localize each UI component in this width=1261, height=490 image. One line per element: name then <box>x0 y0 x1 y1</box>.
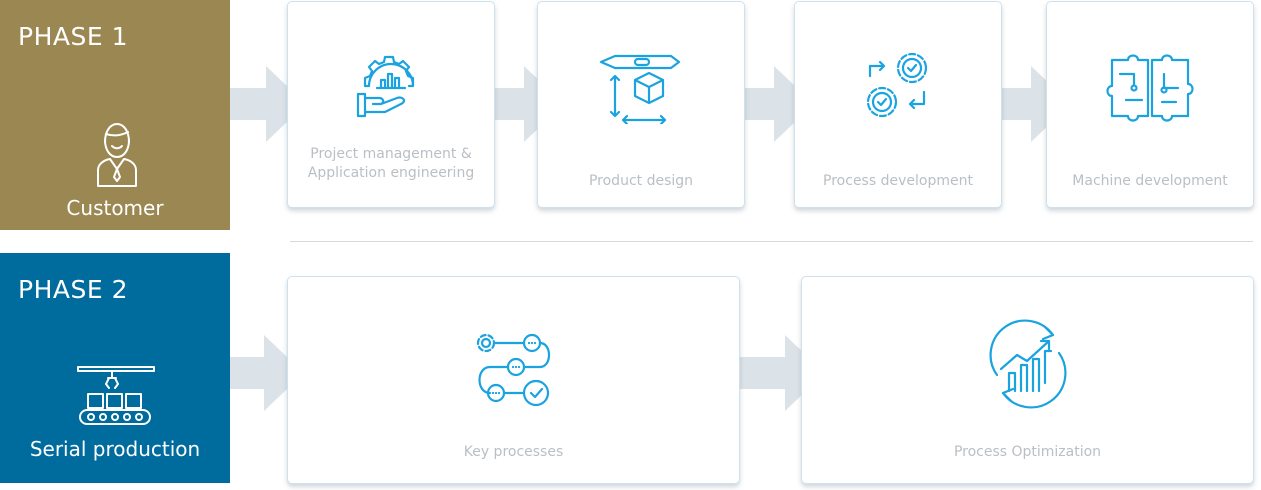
flow-arrow <box>230 66 306 142</box>
customer-icon <box>97 123 137 187</box>
phase-1-title: PHASE 1 <box>18 22 128 51</box>
flow-arrow <box>744 66 814 142</box>
phase-2-panel: PHASE 2 Serial production <box>0 253 230 483</box>
gears-cycle-icon <box>866 52 928 118</box>
gear-hand-chart-icon <box>356 55 415 118</box>
flow-arrow <box>230 335 304 411</box>
step-label: Product design <box>588 173 694 189</box>
step-process-development: Process development <box>794 1 1002 208</box>
process-flow-icon <box>476 333 550 407</box>
flow-arrow <box>494 66 564 142</box>
step-label: Process Optimization <box>953 444 1102 460</box>
phase-divider <box>290 241 1253 242</box>
phase-2-label: Serial production <box>29 437 201 461</box>
circuit-puzzle-icon <box>1106 54 1194 122</box>
growth-cycle-icon <box>989 319 1066 409</box>
conveyor-icon <box>77 366 155 425</box>
step-project-management: Project management & Application enginee… <box>287 1 495 208</box>
step-label-line2: Application engineering <box>307 165 475 181</box>
phase-2-title: PHASE 2 <box>18 275 128 304</box>
phase-1-label: Customer <box>66 196 164 220</box>
step-label: Process development <box>823 173 973 189</box>
step-machine-development: Machine development <box>1046 1 1254 208</box>
step-key-processes: Key processes <box>287 276 740 484</box>
step-process-optimization: Process Optimization <box>801 276 1254 484</box>
pen-cube-icon <box>599 54 681 124</box>
step-label: Key processes <box>463 444 564 460</box>
step-label: Machine development <box>1072 173 1228 189</box>
step-product-design: Product design <box>537 1 745 208</box>
step-label-line1: Project management & <box>310 146 472 162</box>
phase-1-panel: PHASE 1 Customer <box>0 0 230 230</box>
flow-arrow <box>1001 66 1071 142</box>
